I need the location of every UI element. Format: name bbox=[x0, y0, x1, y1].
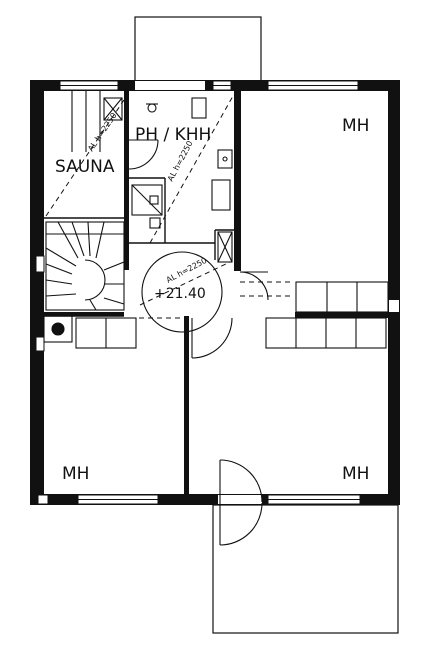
room-label-sauna: SAUNA bbox=[55, 157, 115, 177]
room-label-ph-khh: PH / KHH bbox=[135, 125, 211, 145]
staircase bbox=[45, 221, 125, 311]
partitions bbox=[44, 177, 234, 317]
room-label-mh-bottom-right: MH bbox=[342, 464, 369, 484]
height-annotation-bath: AL h=2250 bbox=[166, 139, 195, 183]
windows bbox=[35, 80, 399, 505]
bathroom-fixtures bbox=[131, 97, 233, 263]
interior-walls bbox=[44, 91, 388, 496]
sauna-benches bbox=[71, 91, 123, 152]
wardrobes bbox=[43, 281, 389, 349]
floor-level-label: +21.40 bbox=[154, 286, 206, 302]
height-annotation-sauna: AL h=2250 bbox=[86, 111, 118, 153]
room-label-mh-top-right: MH bbox=[342, 116, 369, 136]
doors bbox=[128, 139, 269, 546]
height-annotation-hall: AL h=2250 bbox=[165, 256, 209, 285]
balcony-bottom bbox=[212, 504, 399, 634]
room-label-mh-bottom-left: MH bbox=[62, 464, 89, 484]
balcony-top bbox=[134, 16, 262, 82]
